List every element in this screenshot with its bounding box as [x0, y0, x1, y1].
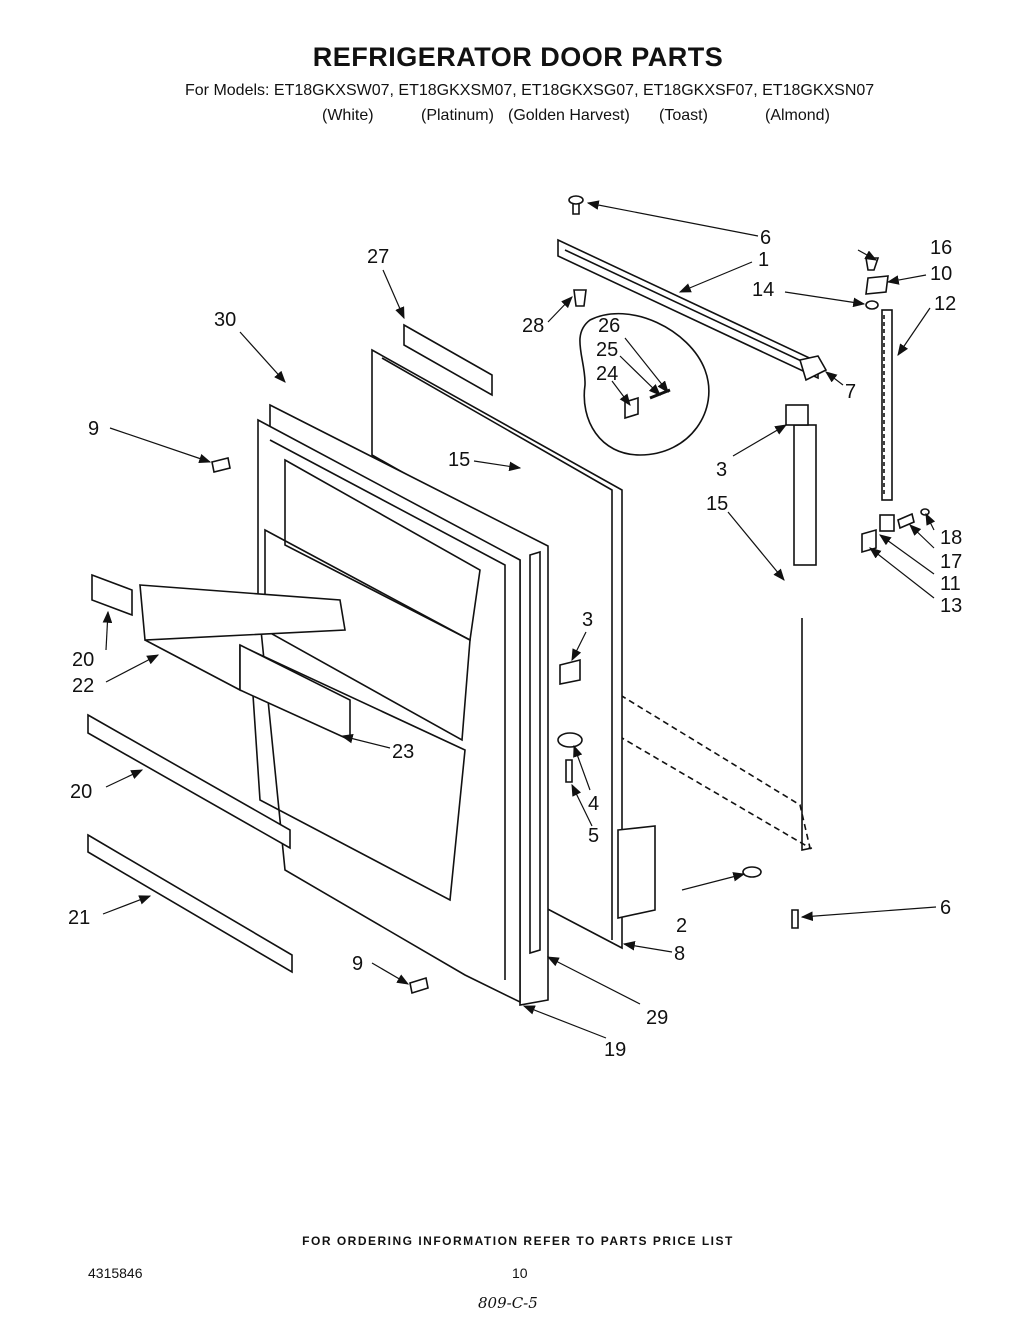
bottom-hinge-bar-outline [611, 689, 812, 850]
color-golden-harvest: (Golden Harvest) [508, 107, 630, 124]
grommet [573, 289, 587, 307]
callout-9-bottom: 9 [352, 953, 363, 975]
handle-parts [557, 658, 583, 783]
bottom-screw [791, 909, 799, 929]
cam-top-parts [865, 257, 889, 310]
callout-27: 27 [367, 246, 389, 268]
callout-6-bottom: 6 [940, 897, 951, 919]
callout-21: 21 [68, 907, 90, 929]
diagram-artwork [87, 195, 930, 1006]
callout-13: 13 [940, 595, 962, 617]
callout-4: 4 [588, 793, 599, 815]
shelf-rail-top [91, 573, 133, 617]
callout-20-lower: 20 [70, 781, 92, 803]
callout-28: 28 [522, 315, 544, 337]
callout-labels: 6 1 27 30 9 28 26 25 24 15 16 10 14 12 7… [68, 227, 962, 1061]
callout-26: 26 [598, 315, 620, 337]
top-screw [568, 195, 584, 215]
page-number: 10 [512, 1265, 528, 1281]
callout-11: 11 [940, 573, 961, 595]
callout-10: 10 [930, 263, 952, 285]
callout-2: 2 [676, 915, 687, 937]
cam-rod [881, 309, 893, 501]
callout-9: 9 [88, 418, 99, 440]
callout-20: 20 [72, 649, 94, 671]
shelf-screw-bottom [409, 976, 429, 995]
callout-19: 19 [604, 1039, 626, 1061]
hinge-pin-assembly [785, 355, 828, 566]
washer [742, 866, 762, 878]
cabinet-edge [801, 618, 813, 851]
callout-6: 6 [760, 227, 771, 249]
callout-1: 1 [758, 249, 769, 271]
callout-22: 22 [72, 675, 94, 697]
color-white: (White) [322, 107, 374, 124]
callout-16: 16 [930, 237, 952, 259]
ordering-note: FOR ORDERING INFORMATION REFER TO PARTS … [302, 1234, 734, 1248]
color-almond: (Almond) [765, 107, 830, 124]
callout-23: 23 [392, 741, 414, 763]
callout-15-right: 15 [706, 493, 728, 515]
top-hinge-bar [557, 238, 819, 380]
callout-25: 25 [596, 339, 618, 361]
callout-17: 17 [940, 551, 962, 573]
shelf-rail-middle [87, 713, 291, 850]
callout-30: 30 [214, 309, 236, 331]
cam-bottom-parts [861, 508, 930, 554]
callout-14: 14 [752, 279, 774, 301]
detail-callout-outline [579, 312, 710, 456]
color-toast: (Toast) [659, 107, 708, 124]
callout-15: 15 [448, 449, 470, 471]
shelf-rail-bottom [87, 833, 293, 974]
callout-8: 8 [674, 943, 685, 965]
handwritten-note: 809-C-5 [478, 1294, 538, 1312]
callout-24: 24 [596, 363, 618, 385]
callout-12: 12 [934, 293, 956, 315]
shelf-screw-top [211, 457, 231, 473]
color-platinum: (Platinum) [421, 107, 494, 124]
callout-5: 5 [588, 825, 599, 847]
callout-18: 18 [940, 527, 962, 549]
callout-29: 29 [646, 1007, 668, 1029]
breaker-strip [529, 550, 541, 955]
document-number: 4315846 [88, 1265, 143, 1281]
callout-3: 3 [716, 459, 727, 481]
callout-3-door: 3 [582, 609, 593, 631]
leader-lines [102, 200, 937, 1039]
models-line: For Models: ET18GKXSW07, ET18GKXSM07, ET… [185, 82, 875, 99]
callout-7: 7 [845, 381, 856, 403]
page-title: REFRIGERATOR DOOR PARTS [312, 42, 724, 72]
